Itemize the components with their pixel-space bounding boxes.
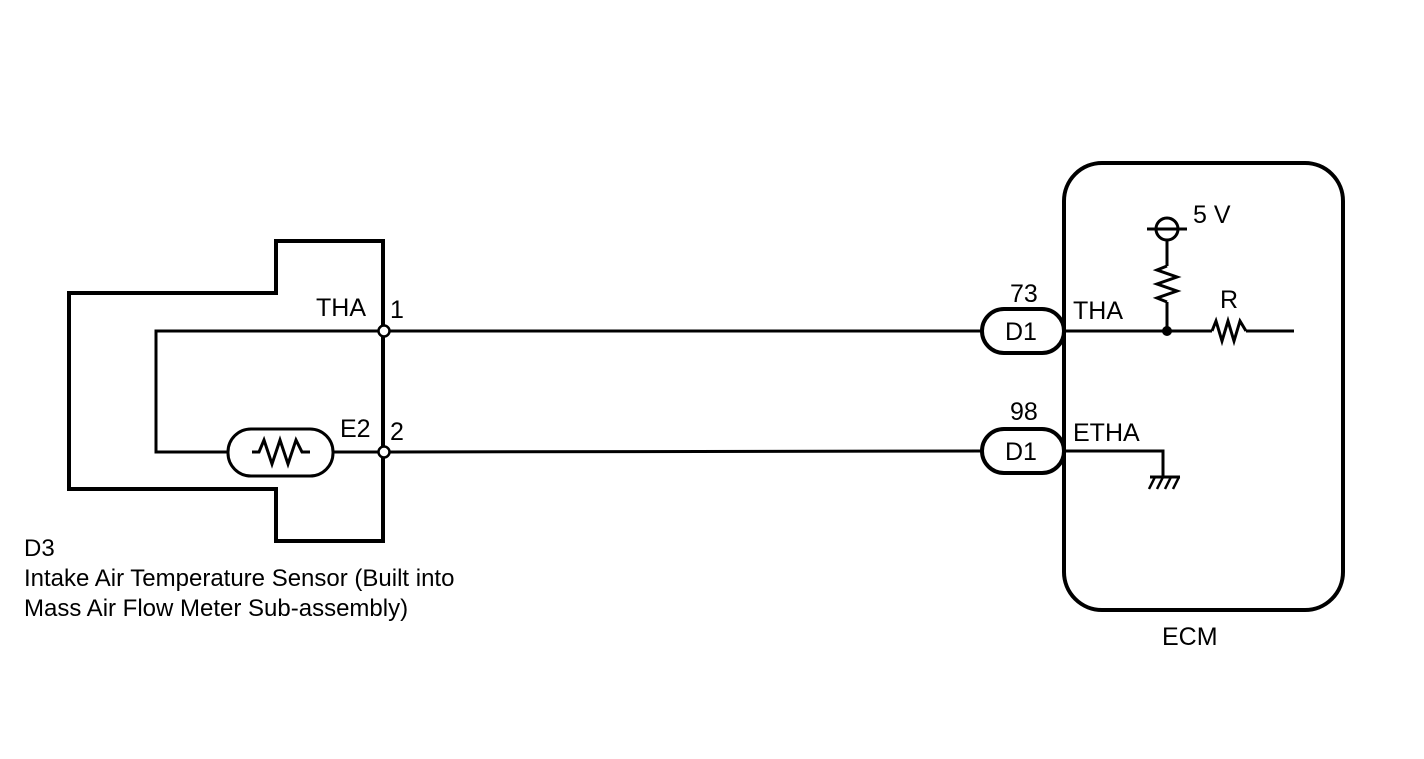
- ecm-tha-connector: D1: [1005, 318, 1037, 346]
- sensor-pin1-number: 1: [390, 296, 404, 324]
- pin1-terminal: [377, 324, 391, 338]
- ecm-etha-pin-number: 98: [1010, 398, 1038, 426]
- sensor-housing: [67, 239, 385, 543]
- ecm-etha-signal: ETHA: [1073, 419, 1140, 447]
- ecm-etha-line: [1064, 449, 1165, 477]
- sensor-name-line1: Intake Air Temperature Sensor (Built int…: [24, 565, 454, 592]
- supply-5v-symbol: [1147, 216, 1187, 242]
- thermistor-symbol: [226, 427, 335, 478]
- ecm-resistor-label: R: [1220, 286, 1238, 314]
- ecm-etha-connector: D1: [1005, 438, 1037, 466]
- sensor-pin1-signal: THA: [316, 294, 366, 322]
- pin2-terminal: [377, 445, 391, 459]
- etha-wire: [389, 449, 985, 454]
- sensor-pin2-signal: E2: [340, 415, 371, 443]
- ecm-supply-label: 5 V: [1193, 201, 1231, 229]
- ecm-tha-pin-number: 73: [1010, 280, 1038, 308]
- ground-icon: [1147, 475, 1181, 490]
- sensor-connector-id: D3: [24, 535, 55, 562]
- ecm-label: ECM: [1162, 623, 1218, 651]
- sensor-pin2-number: 2: [390, 418, 404, 446]
- sensor-name-line2: Mass Air Flow Meter Sub-assembly): [24, 595, 408, 622]
- ecm-tha-signal: THA: [1073, 297, 1123, 325]
- ecm-box: [1062, 161, 1345, 612]
- sensor-internal-wire: [154, 329, 383, 454]
- pullup-resistor: [1152, 264, 1182, 304]
- ecm-resistor-r: [1210, 315, 1248, 347]
